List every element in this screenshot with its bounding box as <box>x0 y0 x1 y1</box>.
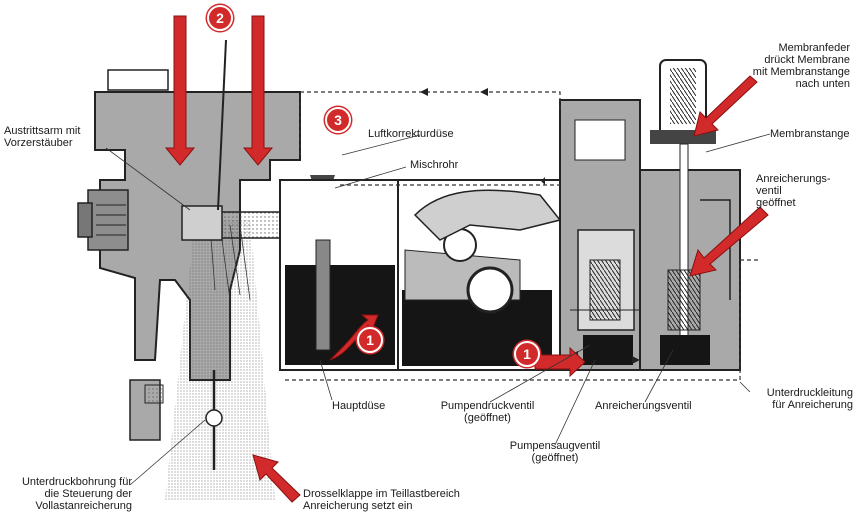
label-mischrohr: Mischrohr <box>410 159 459 171</box>
label-membranstange: Membranstange <box>770 128 850 140</box>
leader-lines <box>105 133 771 486</box>
accelerator-pump <box>559 99 641 371</box>
label-drosselklappe: Drosselklappe im Teillastbereich Anreich… <box>303 488 460 512</box>
label-unterdruckleitung: Unterdruckleitung für Anreicherung <box>766 387 853 411</box>
badge-2: 2 <box>207 5 233 31</box>
float-chamber <box>279 179 562 371</box>
venturi-spray <box>165 205 321 500</box>
label-pumpensaugventil: Pumpensaugventil (geöffnet) <box>509 440 601 464</box>
enrichment-valve <box>639 59 741 371</box>
badge-1-pump: 1 <box>514 341 540 367</box>
red-arrows <box>164 15 769 503</box>
badge-3: 3 <box>325 107 351 133</box>
label-anreicherungsventil-offen: Anreicherungs- ventil geöffnet <box>756 173 831 209</box>
label-anreicherungsventil: Anreicherungsventil <box>595 400 692 412</box>
throttle-plate <box>205 370 223 470</box>
rod-line <box>217 39 227 211</box>
vacuum-passages <box>285 91 760 381</box>
label-pumpendruckventil: Pumpendruckventil (geöffnet) <box>440 400 535 424</box>
label-austrittsarm: Austrittsarm mit Vorzerstäuber <box>4 125 81 149</box>
label-unterdruckbohrung: Unterdruckbohrung für die Steuerung der … <box>21 476 132 512</box>
label-luftkorrekturduese: Luftkorrekturdüse <box>368 128 454 140</box>
label-hauptduese: Hauptdüse <box>332 400 386 412</box>
badge-1-main-jet: 1 <box>357 327 383 353</box>
label-membranfeder: Membranfeder drückt Membrane mit Membran… <box>752 42 850 90</box>
